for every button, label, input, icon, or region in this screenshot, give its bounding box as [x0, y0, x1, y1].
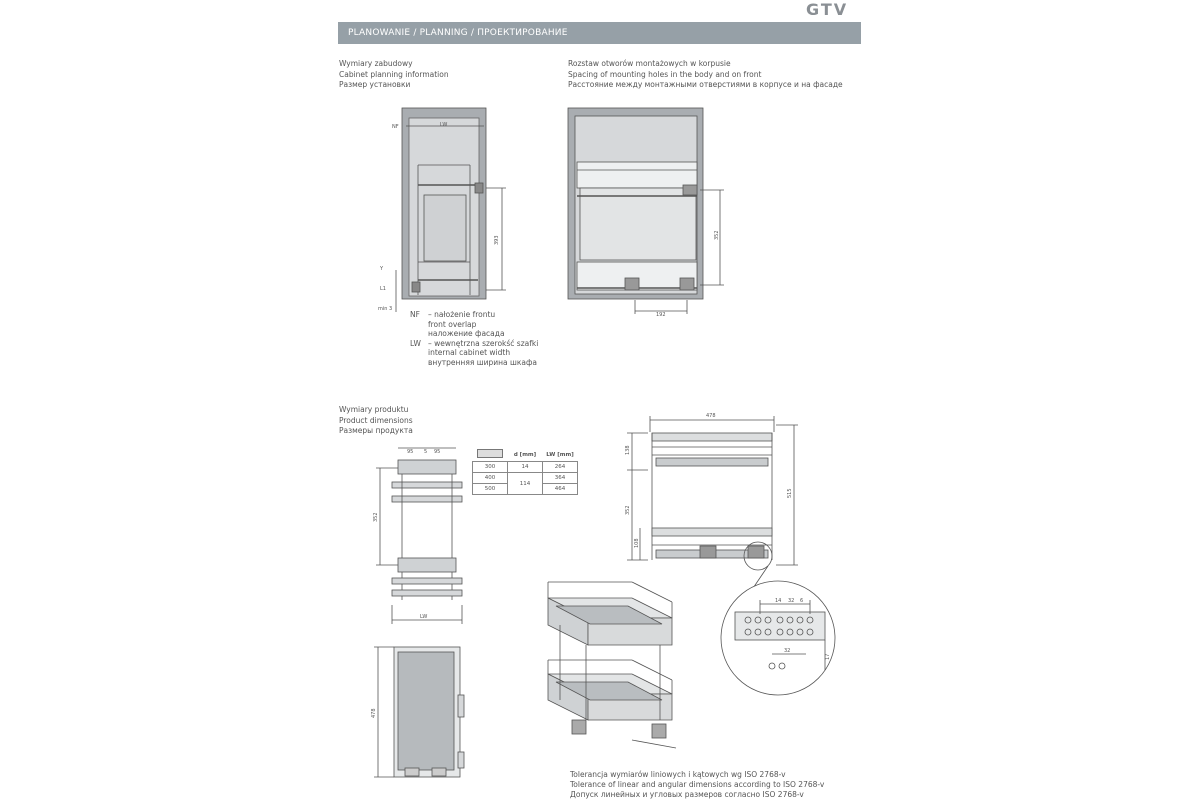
product-title-en: Product dimensions: [339, 415, 413, 425]
dim-5: 5: [424, 449, 427, 455]
table-cell: 264: [542, 461, 578, 473]
table-cell: 300: [472, 461, 508, 473]
dim-515: 515: [787, 488, 793, 498]
dim-32-bottom: 32: [784, 648, 790, 654]
dim-17: 17: [825, 654, 831, 660]
dim-108: 108: [634, 538, 640, 548]
table-cell: 500: [472, 483, 508, 495]
legend-lw-ru: внутренняя ширина шкафа: [428, 357, 537, 367]
mounting-spacing-drawing: [567, 107, 724, 314]
product-section-title: Wymiary produktu Product dimensions Разм…: [339, 405, 413, 437]
cabinet-title-pl: Wymiary zabudowy: [339, 59, 413, 68]
table-header-cell: LW [mm]: [546, 451, 574, 458]
product-title-ru: Размеры продукта: [339, 426, 413, 435]
dim-lw: LW: [440, 122, 447, 128]
dim-478-top: 478: [371, 708, 377, 718]
dim-478-side: 478: [706, 413, 716, 419]
tolerance-note-en: Tolerance of linear and angular dimensio…: [570, 780, 825, 789]
product-side-drawing: [627, 416, 798, 601]
dim-192: 192: [656, 312, 666, 318]
dimension-table: d [mm] LW [mm] 300 14 264 400 114 364 50…: [472, 448, 578, 495]
spacing-section-title: Rozstaw otworów montażowych w korpusie S…: [568, 59, 843, 91]
cabinet-title-en: Cabinet planning information: [339, 69, 449, 79]
product-title-pl: Wymiary produktu: [339, 405, 409, 414]
dim-y: Y: [379, 266, 384, 272]
dim-6: 6: [800, 598, 803, 604]
dim-352-spacing: 352: [714, 230, 720, 240]
legend-lw-en: internal cabinet width: [428, 348, 511, 357]
table-header-row: d [mm] LW [mm]: [473, 448, 578, 462]
table-header-cell: d [mm]: [513, 451, 537, 458]
tolerance-note-ru: Допуск линейных и угловых размеров согла…: [570, 790, 804, 799]
dim-352-product: 352: [373, 512, 379, 522]
cabinet-title-ru: Размер установки: [339, 80, 411, 89]
legend-nf-pl: – nałożenie frontu: [428, 310, 496, 319]
spacing-title-ru: Расстояние между монтажными отверстиями …: [568, 80, 843, 89]
dim-138: 138: [625, 445, 631, 455]
dim-393: 393: [494, 235, 500, 245]
brand-logo: GTV: [806, 0, 849, 19]
spacing-title-en: Spacing of mounting holes in the body an…: [568, 69, 762, 79]
dim-min3: min 3: [378, 306, 392, 312]
spacing-title-pl: Rozstaw otworów montażowych w korpusie: [568, 59, 731, 68]
table-row: 500 464: [472, 483, 578, 495]
legend-nf-ru: наложение фасада: [428, 329, 505, 338]
table-cell: 464: [542, 483, 578, 495]
dim-95-left: 95: [407, 449, 413, 455]
table-header-cell: [473, 448, 508, 462]
dim-lw-product: LW: [420, 614, 427, 620]
product-front-drawing: [376, 447, 463, 624]
table-row: 400 114 364: [472, 472, 578, 495]
table-cell: 364: [542, 472, 578, 484]
legend-nf-en: front overlap: [428, 319, 477, 329]
dim-32-top: 32: [788, 598, 794, 604]
product-top-drawing: [374, 646, 465, 778]
page-header: PLANOWANIE / PLANNING / ПРОЕКТИРОВАНИЕ: [338, 22, 861, 44]
legend-nf-key: NF: [410, 310, 420, 319]
dim-l1: L1: [380, 286, 386, 292]
dim-14: 14: [775, 598, 781, 604]
dim-95-right: 95: [434, 449, 440, 455]
cabinet-front-drawing: [395, 107, 506, 312]
table-row: 300 14 264: [472, 461, 578, 473]
detail-circle-drawing: [720, 580, 836, 696]
tolerance-note: Tolerancja wymiarów liniowych i kątowych…: [570, 770, 824, 800]
legend-lw-pl: – wewnętrzna szerokść szafki: [428, 338, 539, 348]
cabinet-section-title: Wymiary zabudowy Cabinet planning inform…: [339, 59, 449, 91]
product-perspective-drawing: [547, 581, 677, 749]
dim-352-side: 352: [625, 505, 631, 515]
drawer-icon: [477, 449, 503, 458]
tolerance-note-pl: Tolerancja wymiarów liniowych i kątowych…: [570, 770, 786, 779]
legend-lw-key: LW: [410, 338, 421, 348]
dim-nf: NF: [392, 124, 399, 130]
table-cell: 14: [507, 461, 543, 473]
dimension-legend: NF – nałożenie frontu front overlap налож…: [410, 310, 538, 367]
table-cell: 400: [472, 472, 508, 484]
table-cell: 114: [507, 472, 543, 495]
